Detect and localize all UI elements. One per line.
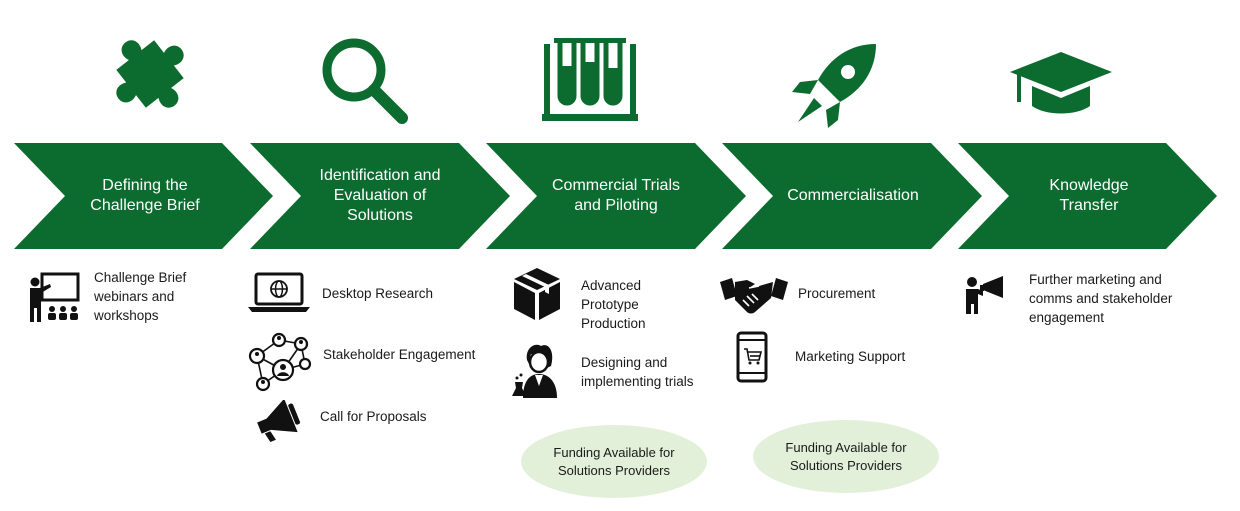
activity-designing-trials: Designing and implementing trials [581, 355, 694, 389]
chevron-stage-4 [722, 143, 982, 249]
funding-ellipse-stage-3: Funding Available for Solutions Provider… [521, 425, 707, 498]
network-people-icon [248, 332, 312, 392]
puzzle-piece-icon [116, 40, 184, 108]
chevron-stage-5 [958, 143, 1217, 249]
scientist-icon [512, 344, 557, 398]
stage-2-label: Identification and Evaluation of Solutio… [319, 167, 441, 224]
mobile-cart-icon [736, 331, 768, 383]
magnifier-icon [322, 38, 408, 124]
funding-ellipse-stage-4: Funding Available for Solutions Provider… [753, 420, 939, 493]
megaphone-icon [257, 400, 300, 442]
handshake-icon [720, 278, 788, 314]
activity-further-marketing: Further marketing and comms and stakehol… [1029, 272, 1173, 325]
activity-advanced-prototype: Advanced Prototype Production [581, 278, 646, 331]
stage-3-label: Commercial Trials and Piloting [551, 177, 680, 214]
person-megaphone-icon [966, 276, 1003, 314]
test-tubes-icon [542, 38, 638, 121]
presenter-icon [30, 272, 80, 322]
activity-call-for-proposals: Call for Proposals [320, 409, 427, 424]
stage-5-label: Knowledge Transfer [1049, 177, 1129, 214]
laptop-globe-icon [248, 272, 310, 312]
activity-procurement: Procurement [798, 286, 876, 301]
chevron-stage-3 [486, 143, 746, 249]
activity-challenge-brief-webinars: Challenge Brief webinars and workshops [94, 270, 187, 323]
chevron-stage-2 [250, 143, 510, 249]
chevron-stage-1 [14, 143, 273, 249]
stage-1-label: Defining the Challenge Brief [90, 177, 200, 214]
graduation-cap-icon [1010, 52, 1112, 114]
activity-marketing-support: Marketing Support [795, 349, 906, 364]
process-chevrons [14, 143, 1217, 249]
stage-4-label: Commercialisation [787, 187, 919, 204]
box-icon [514, 268, 560, 320]
rocket-icon [792, 44, 876, 128]
activity-desktop-research: Desktop Research [322, 286, 434, 301]
activity-stakeholder-engagement: Stakeholder Engagement [323, 347, 476, 362]
